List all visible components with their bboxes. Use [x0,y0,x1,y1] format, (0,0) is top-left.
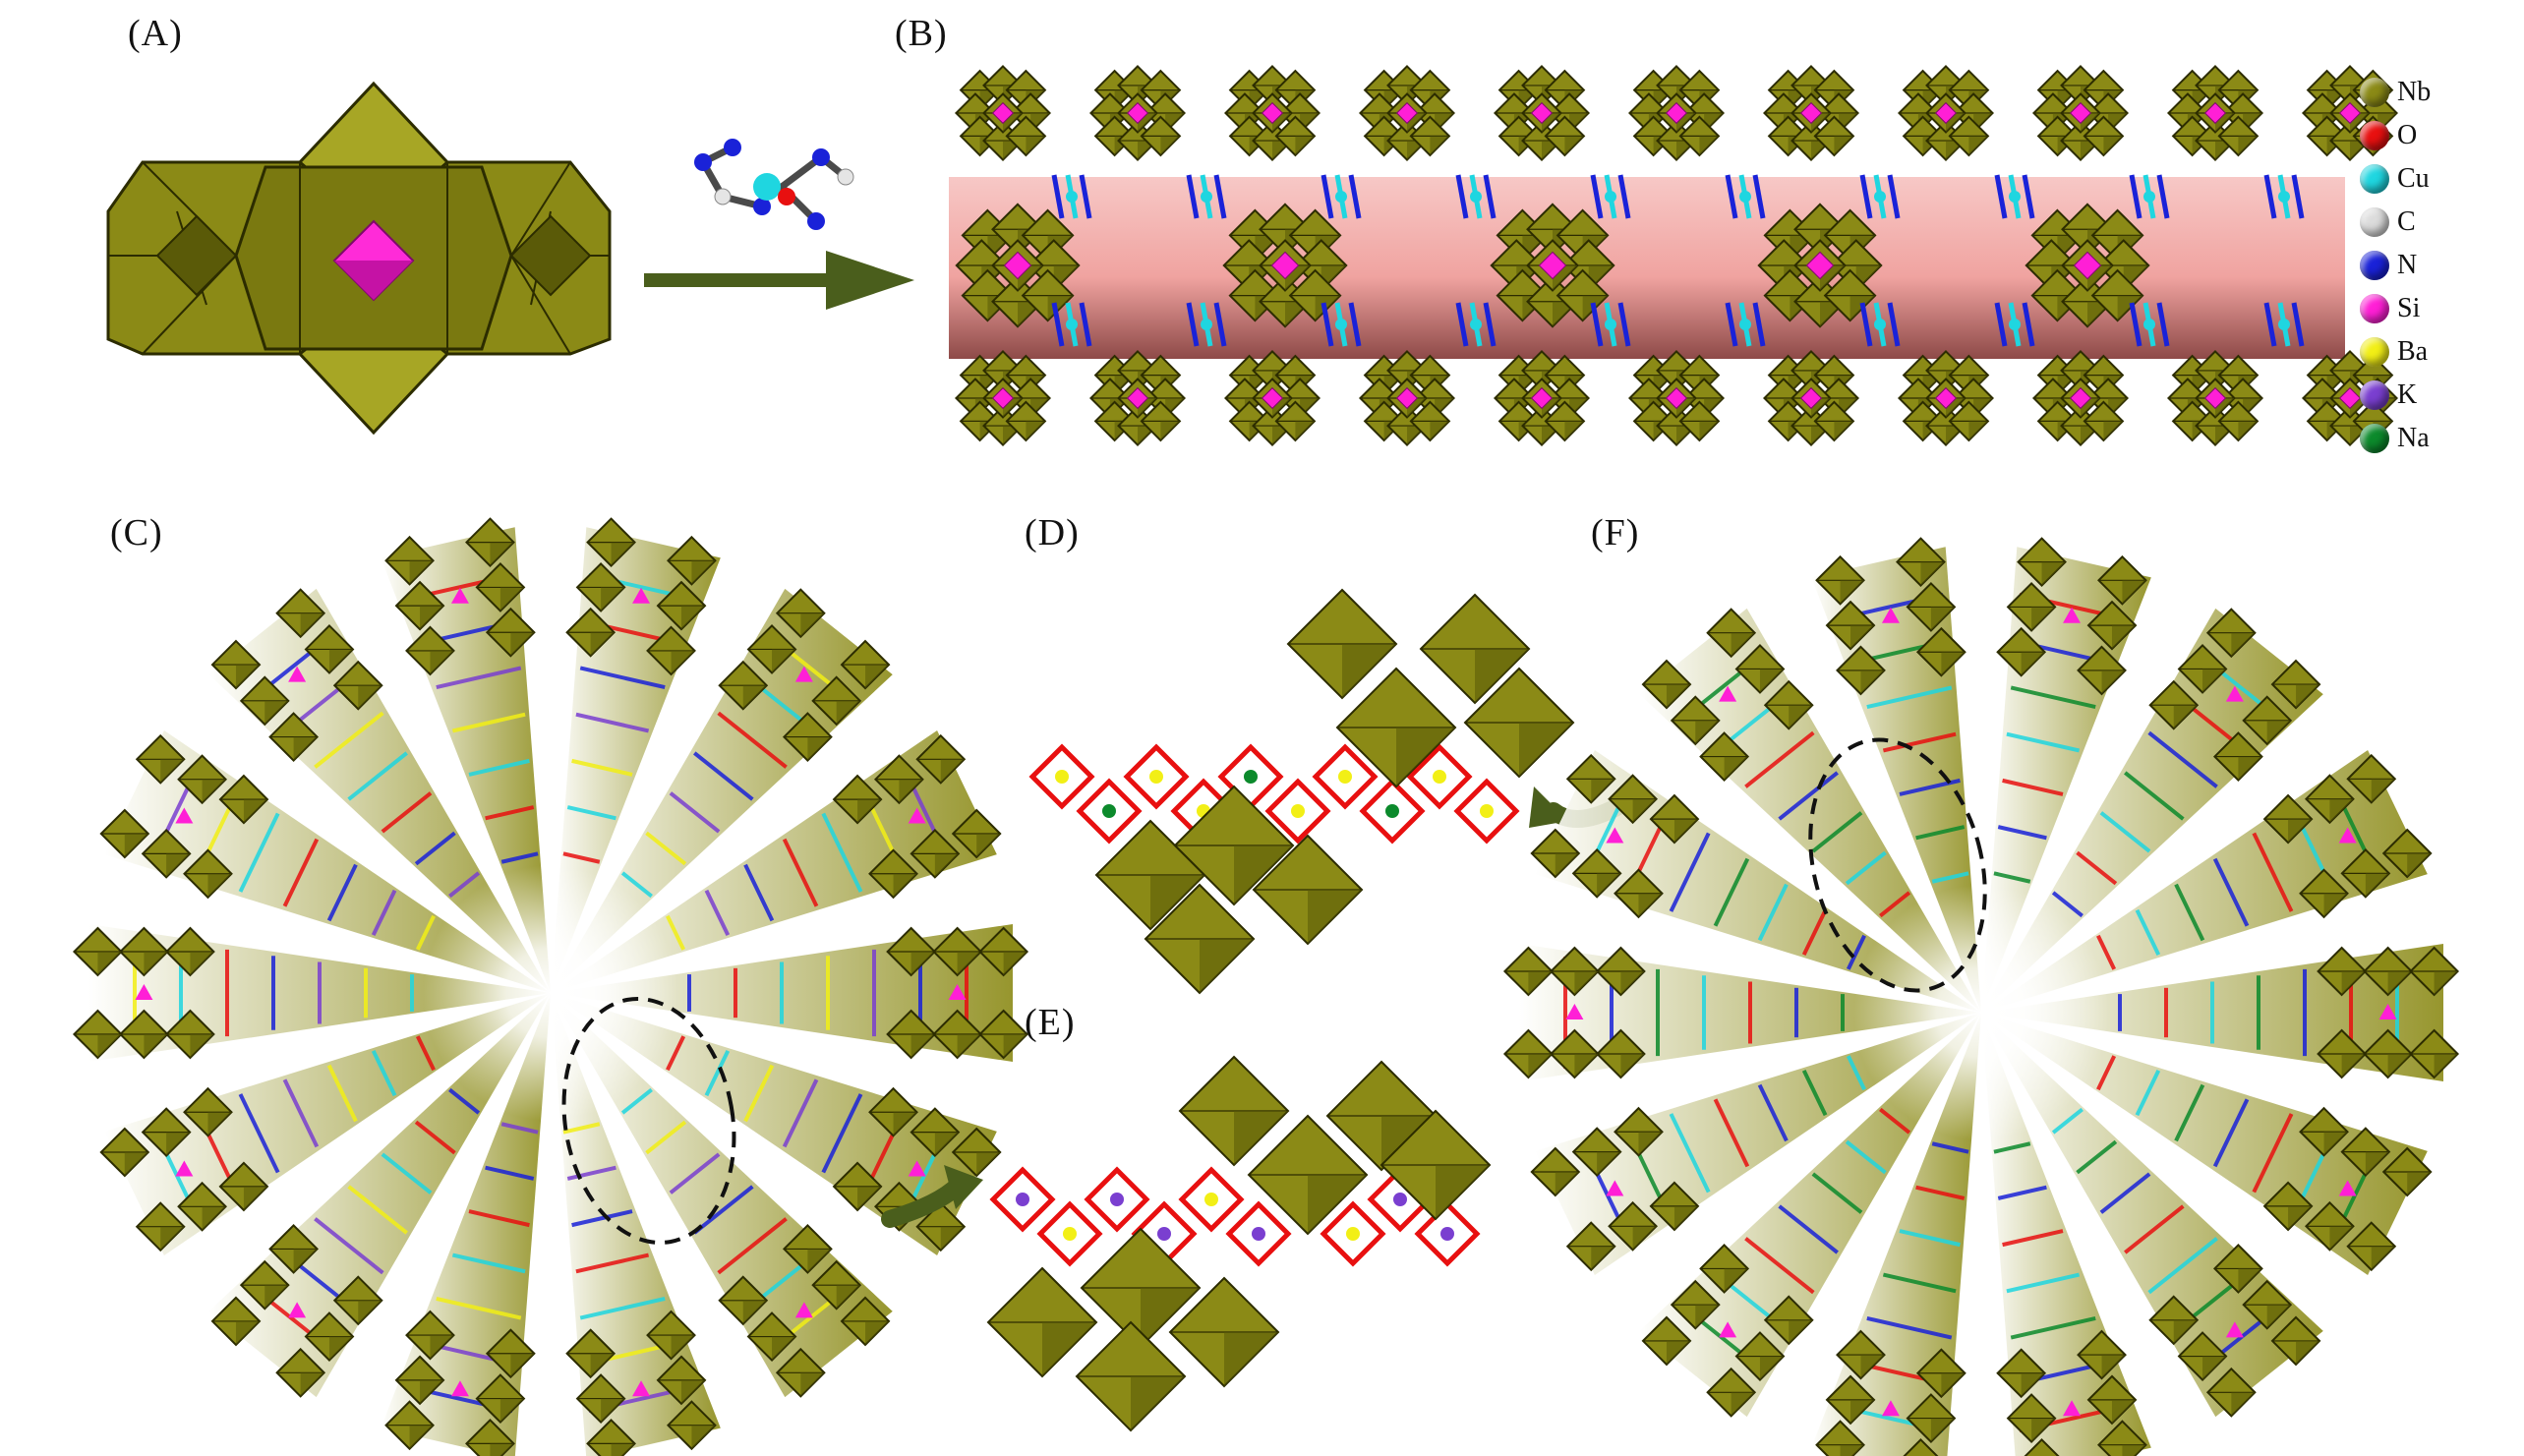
panel-f-framework [1502,537,2460,1456]
legend-label: Cu [2397,163,2430,194]
legend-item-si: Si [2360,287,2431,330]
legend-item-nb: Nb [2360,71,2431,114]
atom-ball-icon [2360,121,2389,150]
legend-item-n: N [2360,244,2431,287]
panel-c-framework [72,517,1029,1456]
curved-arrow-c-to-e [881,1165,983,1228]
panel-label-d: (D) [1025,512,1080,553]
legend-label: N [2397,250,2418,280]
legend-label: Na [2397,423,2430,453]
panel-label-c: (C) [110,512,163,553]
legend-item-k: K [2360,374,2431,417]
cu-complex-icon [694,139,854,230]
arrow-a-to-b [644,251,914,310]
panel-label-a: (A) [128,13,183,54]
atom-ball-icon [2360,251,2389,280]
legend-item-cu: Cu [2360,157,2431,201]
legend-item-c: C [2360,201,2431,244]
legend-label: K [2397,379,2418,410]
legend-label: Si [2397,293,2421,323]
panel-b-chain [949,65,2398,446]
panel-d-linkage [1028,588,1575,995]
legend-item-ba: Ba [2360,330,2431,374]
atom-ball-icon [2360,294,2389,323]
legend-label: O [2397,120,2418,150]
legend-item-o: O [2360,114,2431,157]
atom-ball-icon [2360,424,2389,453]
panel-label-e: (E) [1025,1002,1076,1043]
atom-ball-icon [2360,380,2389,410]
panel-a-cluster [106,81,612,436]
panel-label-b: (B) [895,13,948,54]
atom-ball-icon [2360,337,2389,367]
legend-label: Nb [2397,77,2432,107]
legend-label: C [2397,206,2416,237]
panel-e-linkage [986,1055,1492,1432]
panel-label-f: (F) [1591,512,1640,553]
atom-ball-icon [2360,207,2389,237]
legend-label: Ba [2397,336,2429,367]
atom-ball-icon [2360,164,2389,194]
atom-ball-icon [2360,78,2389,107]
legend-item-na: Na [2360,417,2431,460]
